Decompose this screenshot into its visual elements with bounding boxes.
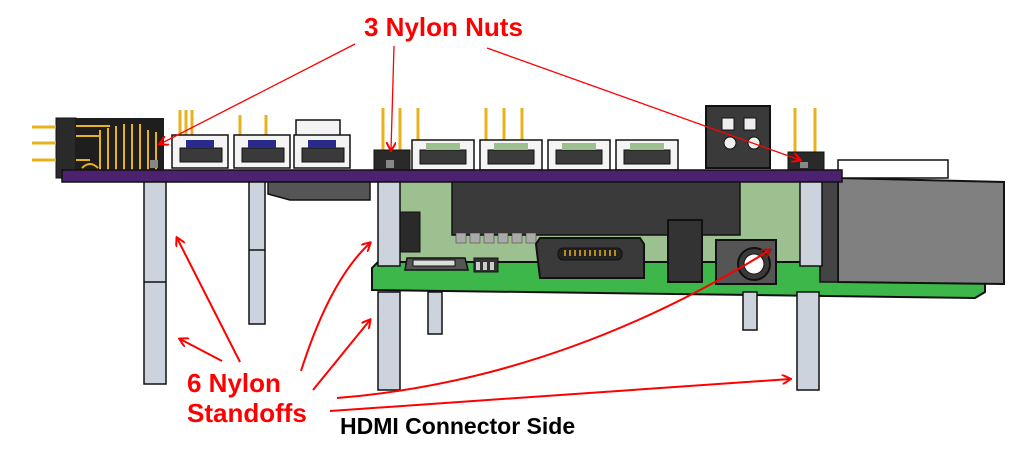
top-board-assembly — [32, 105, 843, 201]
jst-connector — [615, 139, 679, 171]
arrow-nut-right — [486, 47, 800, 160]
arrow-standoff-1 — [177, 238, 241, 363]
jst-connector — [171, 134, 229, 169]
nylon-nuts-label: 3 Nylon Nuts — [364, 12, 523, 42]
hdmi-port — [534, 237, 645, 279]
arrow-standoff-5 — [336, 250, 770, 399]
jst-connector — [233, 134, 291, 169]
standoff-right-upper — [799, 181, 823, 267]
left-pin-header — [32, 117, 164, 179]
bottom-board-assembly — [371, 159, 1005, 300]
power-component — [667, 219, 703, 283]
arrow-nut-left — [160, 43, 356, 144]
jst-connector — [293, 119, 351, 169]
ethernet-top — [837, 159, 949, 179]
nut-header-middle — [373, 149, 411, 171]
smd-component — [473, 257, 499, 273]
micro-usb-port — [397, 211, 469, 271]
arrow-standoff-4 — [312, 320, 370, 391]
standoffs — [143, 181, 823, 391]
jst-connector — [411, 139, 475, 171]
standoffs-label-line1: 6 Nylon — [187, 368, 281, 398]
arrow-nut-middle — [391, 45, 394, 150]
arrow-standoff-6 — [329, 379, 790, 412]
standoff-arrows — [177, 238, 790, 412]
arrow-standoff-3 — [300, 243, 370, 372]
standoff-middle-upper — [377, 181, 401, 267]
standoff-left-outer — [143, 181, 167, 385]
jst-connector — [547, 139, 611, 171]
standoff-left-inner — [248, 181, 266, 325]
nut-header-right — [787, 151, 825, 171]
nut-arrows — [160, 43, 800, 160]
standoff-short-right — [742, 291, 758, 331]
hdmi-side-label: HDMI Connector Side — [340, 413, 576, 439]
audio-jack — [715, 239, 777, 285]
ethernet-block — [837, 176, 1005, 286]
screw-terminal — [705, 105, 771, 169]
standoff-right-lower — [796, 291, 820, 391]
jst-connector — [479, 139, 543, 171]
nylon-standoffs-label: 6 Nylon Standoffs — [187, 368, 307, 428]
top-board — [61, 169, 843, 183]
module-pads — [455, 232, 537, 244]
underside-component — [267, 181, 371, 201]
standoff-short-left — [427, 291, 443, 335]
jst-connectors — [171, 119, 679, 171]
standoffs-label-line2: Standoffs — [187, 398, 307, 428]
standoff-middle-lower — [377, 291, 401, 391]
arrow-standoff-2 — [180, 339, 223, 362]
